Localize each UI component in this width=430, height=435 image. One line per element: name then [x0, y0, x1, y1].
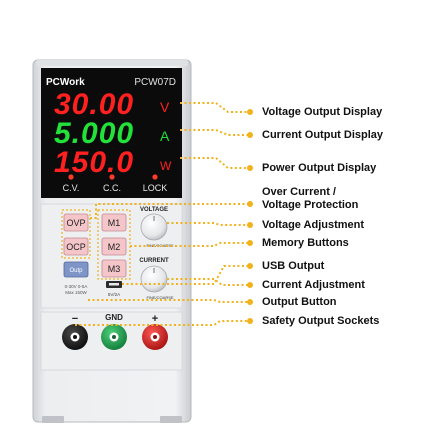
callout-text: USB Output [262, 260, 325, 272]
current-fine-coarse-label: FINE/COARSE [146, 295, 173, 300]
voltage-display: 30.00 [54, 88, 134, 121]
leader-memory-buttons [130, 242, 250, 247]
cc-indicator-label: C.C. [103, 183, 121, 193]
dot-output-button [247, 299, 253, 305]
leader-current-display [180, 129, 250, 136]
usb-port[interactable] [106, 281, 122, 288]
dot-memory-buttons [247, 240, 253, 246]
front-foot-left [42, 416, 64, 423]
model-label: PCW07D [134, 77, 176, 88]
callout-safety-sockets: Safety Output Sockets [262, 315, 379, 328]
callout-text: Voltage Output Display [262, 106, 383, 118]
plus-label: + [152, 313, 158, 325]
dot-voltage-display [247, 109, 253, 115]
callout-leader-lines [75, 102, 250, 326]
ground-socket[interactable] [101, 324, 127, 350]
voltage-unit: V [160, 99, 170, 115]
voltage-knob[interactable] [140, 213, 168, 241]
current-knob-label: CURRENT [139, 258, 169, 264]
leader-current-adjustment [167, 278, 250, 286]
memory-button-m2[interactable]: M2 [101, 237, 127, 256]
rating-label-line2: Max 150W [65, 290, 87, 295]
leader-power-display [180, 157, 250, 169]
lock-indicator-label: LOCK [143, 183, 168, 193]
dot-protection [247, 201, 253, 207]
ocp-button-label: OCP [66, 242, 86, 252]
leader-output-button [88, 299, 250, 303]
callout-power-display: Power Output Display [262, 162, 376, 175]
ovp-button[interactable]: OVP [63, 213, 89, 232]
cv-led [68, 174, 74, 180]
callout-text: Memory Buttons [262, 237, 349, 249]
dot-safety-sockets [247, 318, 253, 324]
callout-dots [247, 109, 253, 324]
callout-voltage-adjustment: Voltage Adjustment [262, 219, 364, 232]
dot-usb-output [247, 263, 253, 269]
callout-text: Power Output Display [262, 162, 377, 174]
leader-voltage-adjustment [167, 222, 250, 226]
memory-highlight-box [97, 209, 131, 280]
callout-text: Safety Output Sockets [262, 315, 380, 327]
callout-memory-buttons: Memory Buttons [262, 237, 349, 250]
callout-text: Voltage Adjustment [262, 219, 365, 231]
usb-label: 5V/2A [108, 292, 120, 297]
dot-power-display [247, 165, 253, 171]
output-button[interactable]: Outp [63, 261, 89, 278]
lock-led [152, 174, 158, 180]
cc-led [109, 174, 115, 180]
current-display: 5.000 [54, 117, 134, 150]
ocp-button[interactable]: OCP [63, 237, 89, 256]
memory-button-m1[interactable]: M1 [101, 213, 127, 232]
callout-current-display: Current Output Display [262, 129, 383, 142]
current-unit: A [160, 128, 170, 144]
callout-text: Current Output Display [262, 129, 384, 141]
voltage-fine-coarse-label: FINE/COARSE [146, 243, 173, 248]
callout-output-button: Output Button [262, 296, 337, 309]
callout-current-adjustment: Current Adjustment [262, 279, 365, 292]
callout-text: Voltage Protection [262, 199, 359, 211]
leader-voltage-display [180, 102, 250, 113]
power-unit: W [160, 159, 172, 173]
leader-safety-sockets [75, 320, 250, 326]
voltage-knob-label: VOLTAGE [140, 207, 168, 213]
callout-text: Current Adjustment [262, 279, 365, 291]
brand-logo: PCWork [46, 77, 85, 88]
gnd-label: GND [105, 313, 123, 322]
output-button-label: Outp [69, 268, 83, 274]
leader-usb-output [122, 265, 250, 285]
current-knob[interactable] [140, 265, 168, 293]
callout-voltage-display: Voltage Output Display [262, 106, 382, 119]
negative-socket[interactable] [62, 324, 88, 350]
m2-button-label: M2 [108, 242, 121, 252]
cv-indicator-label: C.V. [63, 183, 80, 193]
rating-label-line1: 0-30V 0-5A [65, 284, 88, 289]
minus-label: − [72, 313, 78, 325]
power-display: 150.0 [54, 146, 134, 179]
callout-usb-output: USB Output [262, 260, 324, 273]
callout-text: Output Button [262, 296, 337, 308]
ovp-button-label: OVP [66, 218, 85, 228]
positive-socket[interactable] [142, 324, 168, 350]
m1-button-label: M1 [108, 218, 121, 228]
dot-voltage-adjustment [247, 222, 253, 228]
memory-button-m3[interactable]: M3 [101, 259, 127, 278]
case-top-edge [36, 60, 188, 66]
protection-highlight-box [61, 209, 91, 259]
callout-text: Over Current / [262, 186, 336, 198]
callout-protection: Over Current / Voltage Protection [262, 186, 358, 212]
front-foot-right [160, 416, 182, 423]
dot-current-adjustment [247, 282, 253, 288]
dot-current-display [247, 132, 253, 138]
m3-button-label: M3 [108, 264, 121, 274]
